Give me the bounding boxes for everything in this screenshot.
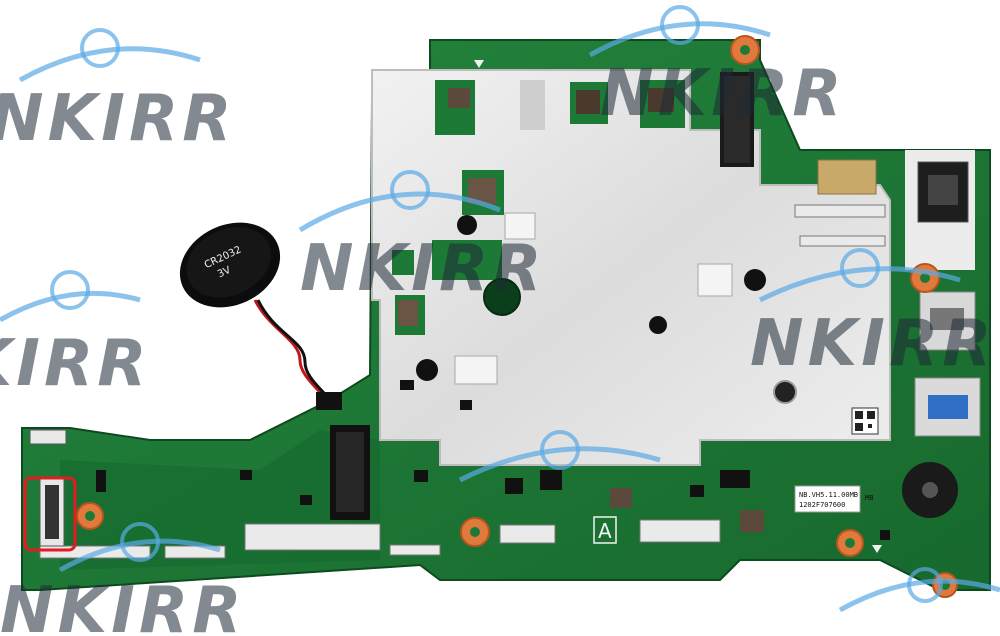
wifi-module <box>817 159 877 195</box>
battery-text-2: 3V <box>216 265 233 281</box>
watermark-5: NKIRR <box>750 248 996 381</box>
watermark-text-2: NKIRR <box>600 57 846 131</box>
board-label-line-2: 1202F707600 <box>799 501 845 509</box>
qr-code <box>851 407 879 435</box>
silk-triangle-top <box>474 60 484 68</box>
board-label-line-1: NB.VH5.11.00MB <box>799 491 858 499</box>
watermark-4: NKIRR <box>0 270 151 401</box>
watermark-text-4: NKIRR <box>0 327 151 401</box>
fpc-connectors <box>39 204 886 559</box>
watermark-1: NKIRR <box>0 28 236 156</box>
shield-tabs <box>454 212 733 385</box>
highlight-box <box>23 476 77 552</box>
watermark-2: NKIRR <box>588 5 846 131</box>
silkscreen-marking-a: A <box>598 519 612 543</box>
capacitors <box>416 215 797 404</box>
port-area <box>902 150 981 518</box>
usb-port-1 <box>919 291 976 351</box>
smd-components <box>96 380 890 540</box>
watermark-text-7: NKIRR <box>0 574 246 636</box>
silk-triangle-bottom <box>872 545 882 553</box>
cmos-battery: CR2032 3V <box>179 222 281 308</box>
watermark-7: NKIRR <box>0 522 246 636</box>
watermark-8 <box>838 567 1000 613</box>
board-label-suffix: MB <box>865 494 873 502</box>
inductors <box>398 88 764 532</box>
watermark-text-1: NKIRR <box>0 82 236 156</box>
watermark-3: NKIRR <box>298 170 546 306</box>
board-label: NB.VH5.11.00MB 1202F707600 MB <box>794 485 873 513</box>
watermark-text-5: NKIRR <box>750 307 996 381</box>
watermark-text-3: NKIRR <box>300 232 546 306</box>
watermark-6 <box>458 430 661 483</box>
